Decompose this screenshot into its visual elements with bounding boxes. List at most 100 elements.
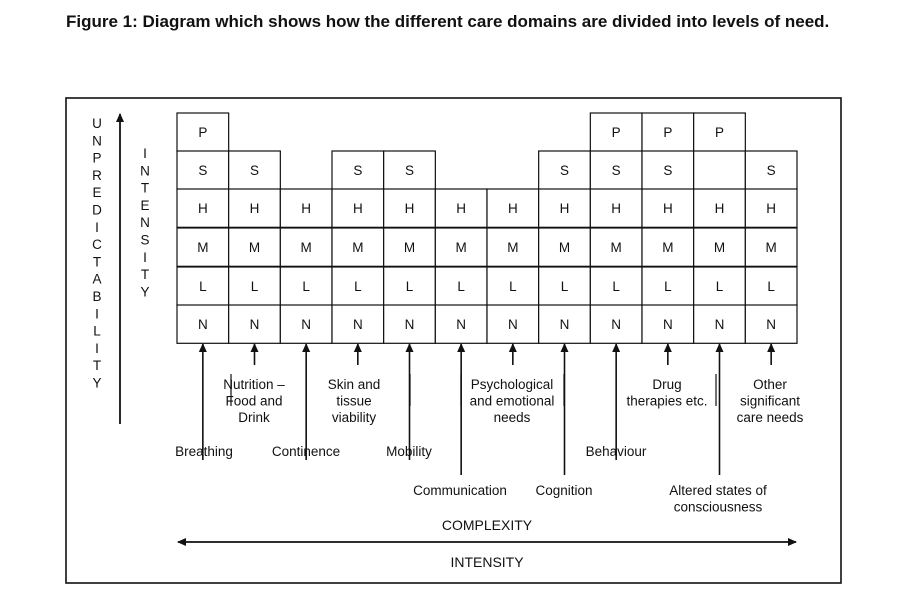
level-cell [279, 266, 333, 306]
domain-label: Cognition [535, 483, 592, 498]
level-label: M [766, 240, 777, 255]
level-label: H [405, 201, 415, 216]
level-label: P [612, 125, 621, 140]
level-label: N [611, 317, 621, 332]
level-label: H [663, 201, 673, 216]
level-label: S [250, 163, 259, 178]
domain-label: Behaviour [586, 444, 647, 459]
level-label: N [405, 317, 415, 332]
level-label: M [611, 240, 622, 255]
level-label: P [715, 125, 724, 140]
level-cell [744, 227, 798, 267]
domain-column: P S H M L N [589, 112, 643, 344]
level-label: L [509, 279, 517, 294]
complexity-label: COMPLEXITY [442, 517, 533, 533]
level-label: S [612, 163, 621, 178]
level-label: N [508, 317, 518, 332]
level-label: H [250, 201, 260, 216]
level-cell [589, 188, 643, 228]
level-label: S [767, 163, 776, 178]
level-label: L [612, 279, 620, 294]
level-label: S [405, 163, 414, 178]
level-cell [383, 266, 436, 306]
level-label: N [663, 317, 673, 332]
level-cell [176, 112, 230, 152]
level-label: L [767, 279, 775, 294]
level-cell [589, 227, 643, 267]
level-label: N [198, 317, 208, 332]
level-label: M [559, 240, 570, 255]
level-label: L [457, 279, 465, 294]
level-label: H [611, 201, 621, 216]
level-label: M [249, 240, 260, 255]
level-cell [538, 227, 591, 267]
level-label: H [715, 201, 725, 216]
level-label: L [199, 279, 207, 294]
level-label: M [404, 240, 415, 255]
level-label: L [664, 279, 672, 294]
level-cell [383, 188, 436, 228]
level-label: N [250, 317, 260, 332]
level-cell [176, 227, 230, 267]
level-cell [486, 188, 540, 228]
domain-label: Breathing [175, 444, 233, 459]
level-label: L [406, 279, 414, 294]
level-cell [538, 266, 591, 306]
level-label: M [714, 240, 725, 255]
level-label: N [353, 317, 363, 332]
level-label: S [198, 163, 207, 178]
domain-label: Continence [272, 444, 340, 459]
level-cell [434, 188, 488, 228]
level-cell [744, 150, 798, 190]
level-label: N [560, 317, 570, 332]
level-label: M [301, 240, 312, 255]
level-cell [744, 188, 798, 228]
level-cell [279, 227, 333, 267]
domain-column: S H M L N [383, 150, 436, 344]
horizontal-intensity-label: INTENSITY [450, 554, 524, 570]
level-label: M [197, 240, 208, 255]
domain-label: Communication [413, 483, 507, 498]
level-cell [641, 112, 695, 152]
level-label: L [354, 279, 362, 294]
level-label: H [456, 201, 466, 216]
level-label: M [662, 240, 673, 255]
level-label: L [302, 279, 310, 294]
level-label: P [663, 125, 672, 140]
level-cell [176, 188, 230, 228]
level-cell [228, 150, 281, 190]
complexity-axis: COMPLEXITY INTENSITY [177, 517, 797, 570]
domain-connectors [198, 343, 776, 475]
level-label: N [715, 317, 725, 332]
level-label: P [198, 125, 207, 140]
level-cell [693, 112, 746, 152]
level-cell [744, 304, 798, 344]
level-cell [744, 266, 798, 306]
level-label: S [353, 163, 362, 178]
level-label: N [766, 317, 776, 332]
figure-title: Figure 1: Diagram which shows how the di… [66, 12, 830, 31]
diagram-frame [65, 97, 842, 584]
level-label: H [198, 201, 208, 216]
level-cell [693, 227, 746, 267]
level-cell [641, 188, 695, 228]
domain-label: Mobility [386, 444, 432, 459]
level-cell [176, 304, 230, 344]
